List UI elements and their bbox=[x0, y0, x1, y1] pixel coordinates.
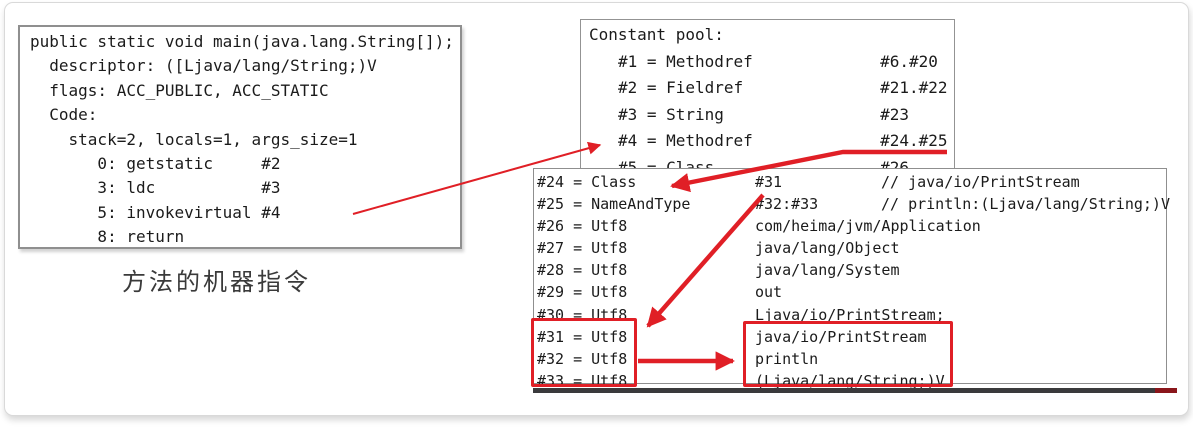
pool-index: #1 bbox=[618, 51, 638, 71]
equals-sign: = bbox=[647, 155, 657, 182]
detail-row: #27 = Utf8 java/lang/Object bbox=[537, 237, 1166, 259]
pool-ref: #6.#20 bbox=[880, 51, 938, 71]
detail-row: #24 = Class #31 // java/io/PrintStream bbox=[537, 171, 1166, 193]
detail-row: #28 = Utf8 java/lang/System bbox=[537, 259, 1166, 281]
equals-sign: = bbox=[573, 371, 583, 390]
pool-index: #4 bbox=[618, 131, 638, 151]
equals-sign: = bbox=[573, 283, 583, 302]
pool-ref: #23 bbox=[880, 104, 909, 124]
detail-type: Utf8 bbox=[591, 261, 628, 280]
detail-index: #31 bbox=[537, 327, 565, 346]
equals-sign: = bbox=[573, 305, 583, 324]
detail-row: #26 = Utf8 com/heima/jvm/Application bbox=[537, 215, 1166, 237]
pool-ref-24-25: #24.#25 bbox=[880, 131, 948, 151]
bytecode-line: 3: ldc #3 bbox=[30, 178, 281, 198]
detail-index: #26 bbox=[537, 217, 565, 236]
detail-index: #28 bbox=[537, 261, 565, 280]
detail-type: Utf8 bbox=[591, 239, 628, 258]
detail-value: #32:#33 bbox=[755, 195, 819, 214]
bytecode-box: public static void main(java.lang.String… bbox=[18, 25, 462, 249]
detail-label: #28 = Utf8 bbox=[537, 259, 755, 281]
detail-index: #32 bbox=[537, 349, 565, 368]
detail-value: java/lang/System bbox=[755, 261, 900, 280]
highlight-box-utf8-values bbox=[743, 321, 953, 387]
detail-comment: // java/io/PrintStream bbox=[881, 173, 1080, 191]
pool-index: #2 bbox=[618, 78, 638, 98]
detail-label: #31 = Utf8 bbox=[537, 326, 755, 348]
pool-ref: #21.#22 bbox=[880, 78, 948, 98]
equals-sign: = bbox=[646, 104, 657, 124]
detail-label: #26 = Utf8 bbox=[537, 215, 755, 237]
detail-index: #29 bbox=[537, 283, 565, 302]
bytecode-line: public static void main(java.lang.String… bbox=[30, 32, 454, 51]
equals-sign: = bbox=[646, 131, 657, 151]
detail-label: #32 = Utf8 bbox=[537, 348, 755, 370]
pool-type: Methodref bbox=[666, 131, 753, 151]
detail-label: #27 = Utf8 bbox=[537, 237, 755, 259]
detail-row-utf8-32: #32 = Utf8 println bbox=[537, 348, 1166, 370]
detail-value: out bbox=[755, 283, 783, 302]
constant-pool-row: #2 = Fieldref #21.#22 bbox=[589, 75, 954, 102]
bytecode-line: flags: ACC_PUBLIC, ACC_STATIC bbox=[30, 80, 329, 100]
equals-sign: = bbox=[573, 217, 583, 236]
equals-sign: = bbox=[646, 51, 657, 71]
detail-type: NameAndType bbox=[591, 195, 691, 214]
detail-value: java/lang/Object bbox=[755, 239, 900, 258]
equals-sign: = bbox=[573, 173, 583, 191]
detail-value: com/heima/jvm/Application bbox=[755, 217, 981, 236]
constant-pool-row: #4 = Methodref #24.#25 bbox=[589, 128, 954, 155]
equals-sign: = bbox=[573, 261, 583, 280]
detail-value: #31 bbox=[755, 173, 783, 191]
detail-index: #24 bbox=[537, 173, 565, 191]
detail-value: Ljava/io/PrintStream; bbox=[755, 305, 945, 324]
constant-pool-detail-box: #24 = Class #31 // java/io/PrintStream #25 = N… bbox=[533, 168, 1170, 390]
detail-type: Utf8 bbox=[591, 283, 628, 302]
bottom-bar-maroon bbox=[1155, 388, 1177, 393]
bytecode-line: 5: invokevirtual #4 bbox=[30, 202, 281, 222]
constant-pool-row: #1 = Methodref #6.#20 bbox=[589, 49, 954, 76]
detail-comment: // println:(Ljava/lang/String;)V bbox=[881, 195, 1170, 214]
detail-type: Class bbox=[591, 173, 637, 191]
equals-sign: = bbox=[573, 195, 583, 214]
equals-sign: = bbox=[573, 239, 583, 258]
pool-type: Fieldref bbox=[666, 78, 744, 98]
pool-type: Methodref bbox=[666, 51, 753, 71]
equals-sign: = bbox=[573, 327, 583, 346]
bytecode-line: 8: return bbox=[30, 227, 185, 247]
highlight-box-utf8-labels bbox=[531, 318, 637, 387]
constant-pool-title: Constant pool: bbox=[589, 25, 724, 44]
method-caption: 方法的机器指令 bbox=[122, 269, 311, 296]
equals-sign: = bbox=[573, 349, 583, 368]
equals-sign: = bbox=[646, 78, 657, 98]
pool-type: String bbox=[666, 104, 724, 124]
detail-type: Utf8 bbox=[591, 327, 628, 346]
detail-row: #25 = NameAndType #32:#33 // println:(Ljava/… bbox=[537, 193, 1170, 215]
bytecode-line: stack=2, locals=1, args_size=1 bbox=[30, 129, 358, 149]
detail-label: #24 = Class bbox=[537, 171, 755, 193]
detail-row: #29 = Utf8 out bbox=[537, 281, 1166, 303]
bottom-bar-dark bbox=[533, 388, 1155, 393]
constant-pool-row: #3 = String #23 bbox=[589, 102, 954, 129]
detail-type: Utf8 bbox=[591, 349, 628, 368]
detail-type: Utf8 bbox=[591, 217, 628, 236]
detail-label: #29 = Utf8 bbox=[537, 281, 755, 303]
bytecode-line: descriptor: ([Ljava/lang/String;)V bbox=[30, 56, 377, 76]
detail-index: #27 bbox=[537, 239, 565, 258]
detail-index: #25 bbox=[537, 195, 565, 214]
bytecode-line: Code: bbox=[30, 105, 98, 125]
bytecode-line: 0: getstatic #2 bbox=[30, 154, 281, 174]
detail-value: println bbox=[755, 349, 819, 368]
detail-label: #25 = NameAndType bbox=[537, 193, 755, 215]
pool-index: #3 bbox=[618, 104, 638, 124]
